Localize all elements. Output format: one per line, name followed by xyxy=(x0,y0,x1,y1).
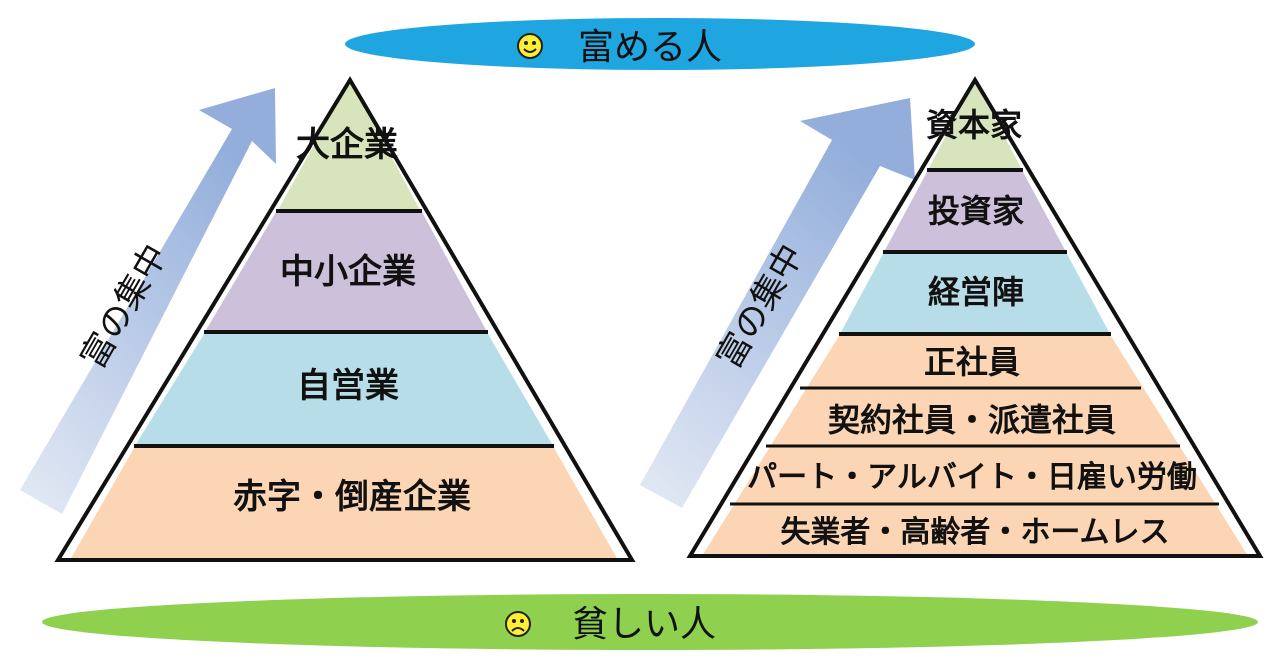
right-layer-6-label: パート・アルバイト・日雇い労働 xyxy=(747,460,1197,495)
right-layer-7-label: 失業者・高齢者・ホームレス xyxy=(780,515,1169,550)
right-layer-4-label: 正社員 xyxy=(924,343,1020,381)
right-layer-2 xyxy=(885,172,1065,250)
left-layer-3 xyxy=(136,334,552,444)
bottom-banner-ellipse xyxy=(42,594,1258,650)
right-layer-1-label: 資本家 xyxy=(926,106,1022,144)
right-layer-1 xyxy=(929,80,1021,168)
left-layer-2 xyxy=(206,212,486,330)
left-layer-1-label: 大企業 xyxy=(296,125,398,165)
left-layer-4 xyxy=(70,448,618,560)
bottom-banner-label: 貧しい人 xyxy=(572,604,716,645)
right-pyramid-outline xyxy=(686,76,1264,558)
right-layer-5-label: 契約社員・派遣社員 xyxy=(828,401,1116,439)
top-banner: 富める人 xyxy=(345,18,975,70)
right-layer-2-label: 投資家 xyxy=(928,192,1024,230)
left-pyramid-outline xyxy=(54,76,636,562)
left-layer-3-label: 自営業 xyxy=(297,366,399,406)
right-layer-3-label: 経営陣 xyxy=(928,273,1024,311)
right-pyramid: 資本家 投資家 経営陣 正社員 契約社員・派遣社員 パート・アルバイト・日雇い労… xyxy=(686,76,1264,558)
left-layer-1 xyxy=(278,80,420,210)
top-banner-label: 富める人 xyxy=(578,27,722,68)
top-banner-ellipse xyxy=(345,18,975,70)
frown-face-icon xyxy=(505,611,531,637)
left-arrow-shape xyxy=(20,88,276,514)
left-layer-4-label: 赤字・倒産企業 xyxy=(233,477,471,517)
bottom-banner: 貧しい人 xyxy=(42,594,1258,650)
left-pyramid: 大企業 中小企業 自営業 赤字・倒産企業 xyxy=(54,76,636,562)
right-arrow-shape xyxy=(640,98,915,508)
left-layer-2-label: 中小企業 xyxy=(280,252,416,292)
smiley-face-icon xyxy=(517,33,543,59)
right-layer-3 xyxy=(841,254,1109,332)
